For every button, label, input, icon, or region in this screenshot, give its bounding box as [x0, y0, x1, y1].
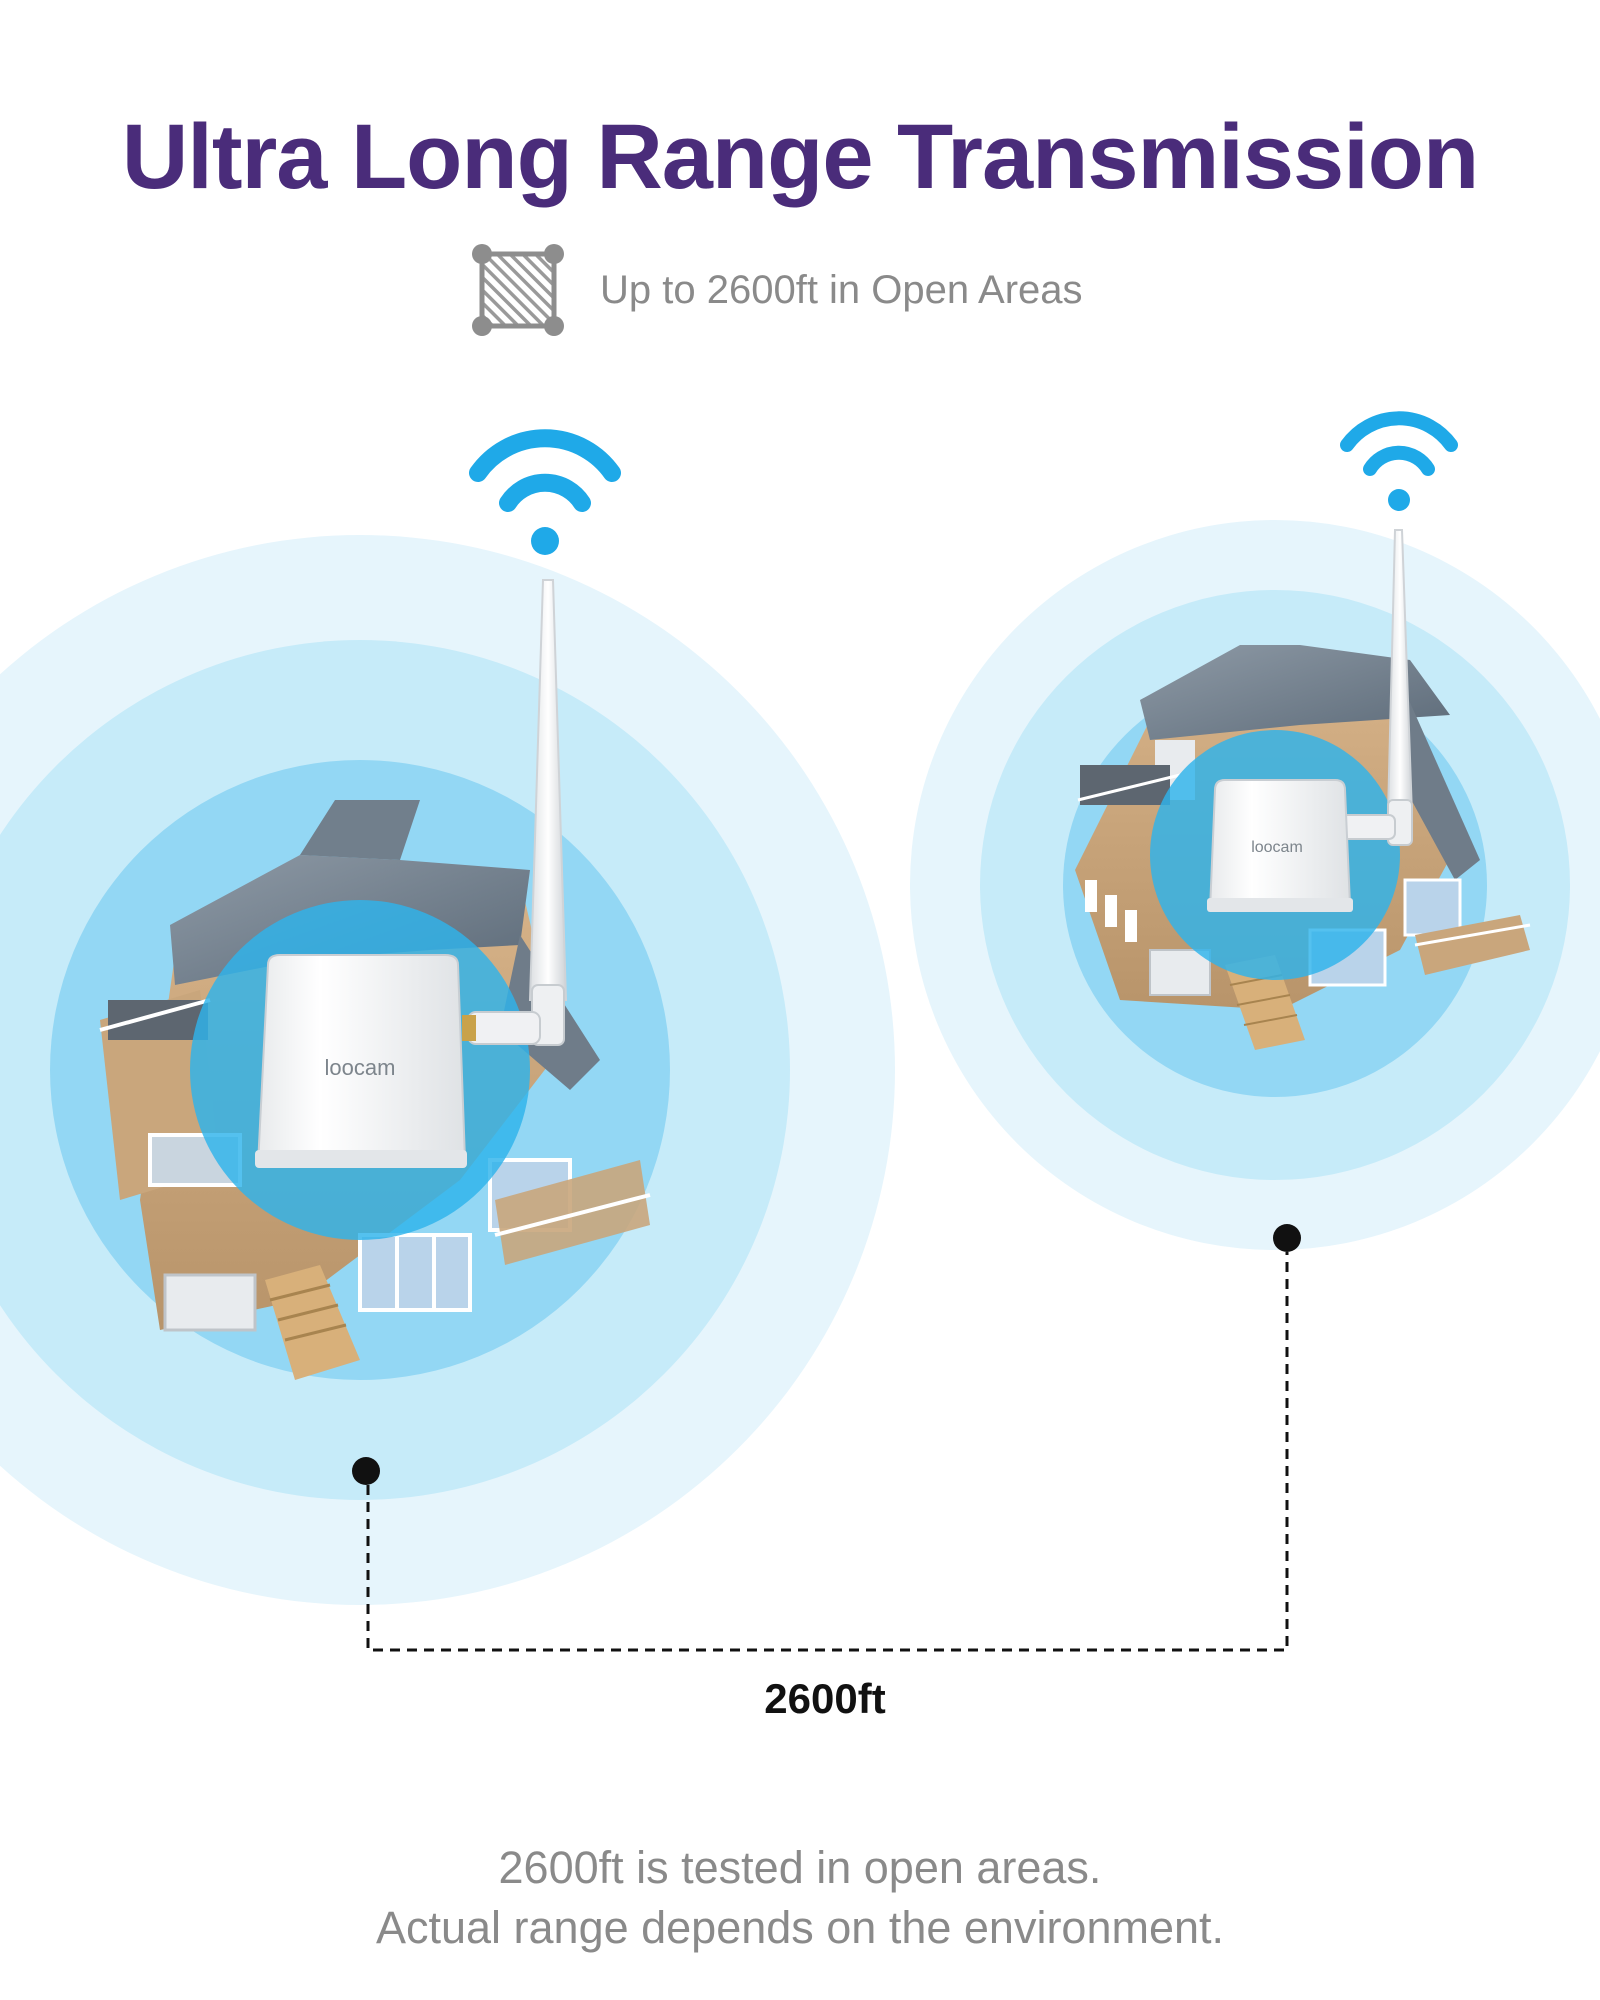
- range-subtitle: Up to 2600ft in Open Areas: [468, 240, 1083, 340]
- left-wifi-icon: [469, 429, 621, 555]
- left-antenna: [462, 579, 568, 1046]
- distance-label: 2600ft: [764, 1675, 886, 1722]
- footnote-line-1: 2600ft is tested in open areas.: [498, 1842, 1102, 1893]
- right-device-brand: loocam: [1251, 839, 1303, 856]
- left-device: loocam: [255, 954, 467, 1168]
- right-antenna: [1335, 529, 1414, 846]
- right-range-marker: [1273, 1224, 1301, 1252]
- right-station: loocam: [910, 411, 1600, 1250]
- right-device: loocam: [1207, 779, 1353, 912]
- footnote-line-2: Actual range depends on the environment.: [375, 1902, 1225, 1953]
- left-range-marker: [352, 1457, 380, 1485]
- left-device-brand: loocam: [325, 1055, 396, 1080]
- page-title: Ultra Long Range Transmission: [121, 106, 1479, 208]
- distance-connector: [352, 1224, 1301, 1652]
- left-station: loocam: [0, 429, 895, 1605]
- right-wifi-icon: [1340, 411, 1458, 511]
- area-square-icon: [472, 244, 564, 336]
- subtitle-text: Up to 2600ft in Open Areas: [600, 267, 1083, 312]
